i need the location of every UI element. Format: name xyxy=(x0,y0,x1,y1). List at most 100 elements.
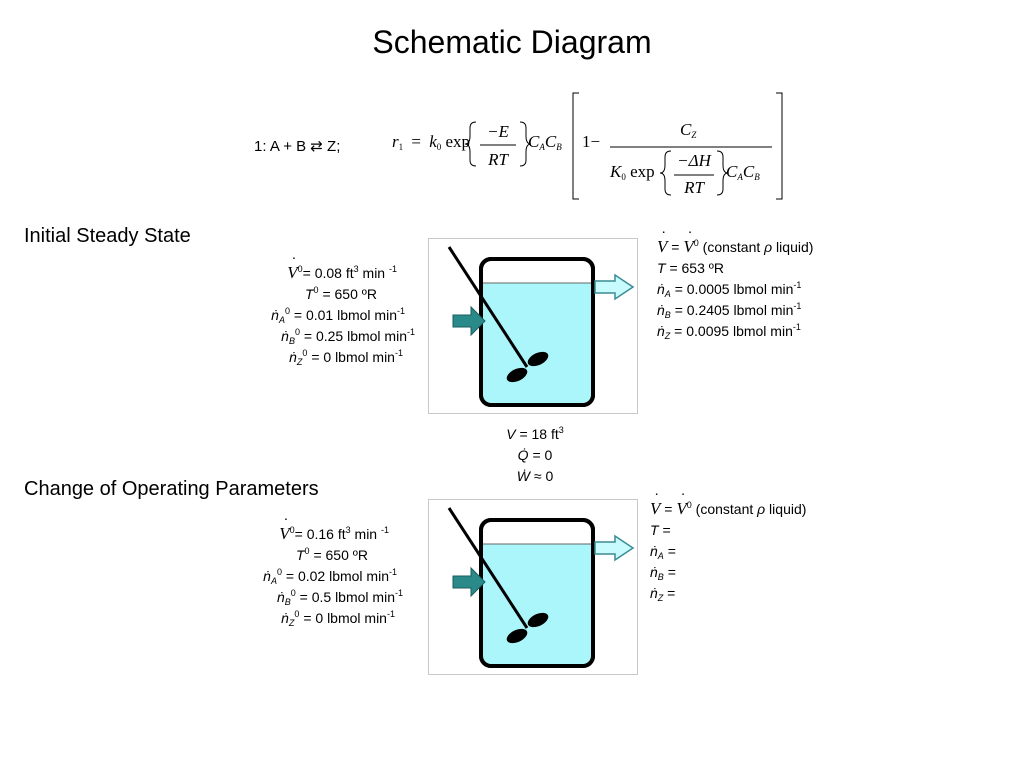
change-inlet-t: T0 = 650 ºR xyxy=(180,545,405,566)
liquid-label: liquid) xyxy=(772,239,814,255)
minus-e: −E xyxy=(487,122,509,141)
change-outlet-nb: ṅB = xyxy=(650,562,806,583)
n-symbol: ṅ xyxy=(657,281,665,297)
exp-label-2: exp xyxy=(630,162,655,181)
rate-sub: 1 xyxy=(398,142,404,152)
k-sub: 0 xyxy=(436,142,442,152)
rate-equation-brackets xyxy=(464,92,783,200)
eq-sign: = xyxy=(667,239,684,255)
n-symbol: ṅ xyxy=(650,543,658,559)
inlet-t: T0 = 650 ºR xyxy=(190,284,415,305)
c-a: C xyxy=(528,132,540,151)
constant-label: (constant xyxy=(698,239,765,255)
change-outlet-na: ṅA = xyxy=(650,541,806,562)
b-sub: B xyxy=(284,597,291,607)
a-sub: A xyxy=(657,551,664,561)
minus1-sup: -1 xyxy=(394,348,403,358)
zero-sup: 0 xyxy=(297,264,303,274)
zero-sup: 0 xyxy=(302,348,308,358)
change-inlet-v-unit: min xyxy=(350,526,381,542)
rate-equals: = xyxy=(411,132,421,151)
b-sub: B xyxy=(657,572,664,582)
t-symbol: T xyxy=(657,260,666,276)
z-sub: Z xyxy=(664,331,671,341)
a-sub: A xyxy=(278,315,285,325)
change-inlet-v: V0= 0.16 ft3 min -1 xyxy=(180,523,405,545)
minus-dh: −ΔH xyxy=(677,151,711,170)
zero-sup: 0 xyxy=(289,525,295,535)
rate-equation: r1 = k0 exp −E RT CACB 1− CZ K0 exp −ΔH … xyxy=(392,88,792,204)
change-outlet-t: T = xyxy=(650,520,806,541)
v-symbol: V xyxy=(279,524,289,543)
constant-label: (constant xyxy=(691,501,758,517)
n-symbol: ṅ xyxy=(650,585,658,601)
liquid-label: liquid) xyxy=(765,501,807,517)
reactor-params: V = 18 ft3 Q̇ = 0 Ẇ ≈ 0 xyxy=(470,424,600,487)
eq-sign: = xyxy=(660,501,677,517)
w-label: Ẇ xyxy=(516,468,530,484)
inlet-na-value: = 0.01 lbmol min xyxy=(289,307,397,323)
minus1-sup: -1 xyxy=(406,327,415,337)
sub-z: Z xyxy=(691,130,697,140)
change-reactor-drawing xyxy=(447,507,635,668)
n-symbol: ṅ xyxy=(650,564,658,580)
outlet-na-value: = 0.0005 lbmol min xyxy=(670,281,794,297)
rt-2: RT xyxy=(684,178,704,197)
t-symbol: T xyxy=(295,547,305,563)
w-value: ≈ 0 xyxy=(529,468,554,484)
outlet-nb-value: = 0.2405 lbmol min xyxy=(670,302,794,318)
minus1-sup: -1 xyxy=(388,567,397,577)
outlet-v: V = V0 (constant ρ liquid) xyxy=(657,236,813,258)
change-inlet-nb: ṅB0 = 0.5 lbmol min-1 xyxy=(180,587,405,608)
change-inlet-block: V0= 0.16 ft3 min -1 T0 = 650 ºR ṅA0 = 0.… xyxy=(180,523,405,629)
outlet-na: ṅA = 0.0005 lbmol min-1 xyxy=(657,279,813,300)
change-inlet-na: ṅA0 = 0.02 lbmol min-1 xyxy=(180,566,405,587)
reaction-label: 1: A + B ⇄ Z; xyxy=(254,138,341,155)
ca-cb-1: CACB xyxy=(528,132,562,152)
c-b: C xyxy=(544,132,557,151)
inlet-na: ṅA0 = 0.01 lbmol min-1 xyxy=(190,305,415,326)
initial-heading: Initial Steady State xyxy=(24,225,191,247)
minus1-sup: -1 xyxy=(386,609,395,619)
rho-symbol: ρ xyxy=(764,239,773,255)
b-sub: B xyxy=(288,336,295,346)
ca-cb-2: CACB xyxy=(726,162,760,182)
change-inlet-na-value: = 0.02 lbmol min xyxy=(281,568,389,584)
outlet-nz: ṅZ = 0.0095 lbmol min-1 xyxy=(657,321,813,342)
minus1-sup: -1 xyxy=(388,264,397,274)
minus1-sup: -1 xyxy=(380,525,389,535)
sub-b-2: B xyxy=(754,172,760,182)
zero-sup: 0 xyxy=(304,546,310,556)
v-symbol: V xyxy=(287,263,297,282)
zero-sup: 0 xyxy=(294,609,300,619)
one-minus: 1− xyxy=(582,132,601,151)
zero-sup: 0 xyxy=(276,567,282,577)
q-label: Q̇ xyxy=(517,447,529,463)
c-z-symbol: C xyxy=(680,120,692,139)
n-symbol: ṅ xyxy=(657,302,665,318)
v-symbol: V xyxy=(683,237,693,256)
change-inlet-nb-value: = 0.5 lbmol min xyxy=(295,589,395,605)
inlet-v-value: = 0.08 ft xyxy=(302,265,354,281)
outlet-t-value: = 653 ºR xyxy=(665,260,724,276)
change-outlet-nz: ṅZ = xyxy=(650,583,806,604)
a-sub: A xyxy=(664,289,671,299)
zero-sup: 0 xyxy=(693,238,699,248)
minus1-sup: -1 xyxy=(394,588,403,598)
zero-sup: 0 xyxy=(290,588,296,598)
initial-reactor-frame xyxy=(428,238,638,414)
sub-b: B xyxy=(556,142,562,152)
reactor-heat: Q̇ = 0 xyxy=(470,445,600,466)
rho-symbol: ρ xyxy=(757,501,766,517)
v-symbol: V xyxy=(650,499,660,518)
sub-a-2: A xyxy=(737,172,743,182)
change-outlet-na-value: = xyxy=(663,543,676,559)
rt-1: RT xyxy=(488,150,508,169)
n-symbol: ṅ xyxy=(657,323,665,339)
minus1-sup: -1 xyxy=(793,301,802,311)
a-sub: A xyxy=(270,576,277,586)
inlet-t-value: = 650 ºR xyxy=(318,286,377,302)
initial-inlet-block: V0= 0.08 ft3 min -1 T0 = 650 ºR ṅA0 = 0.… xyxy=(190,262,415,368)
c-b-2: C xyxy=(742,162,755,181)
initial-reactor-drawing xyxy=(447,246,635,407)
